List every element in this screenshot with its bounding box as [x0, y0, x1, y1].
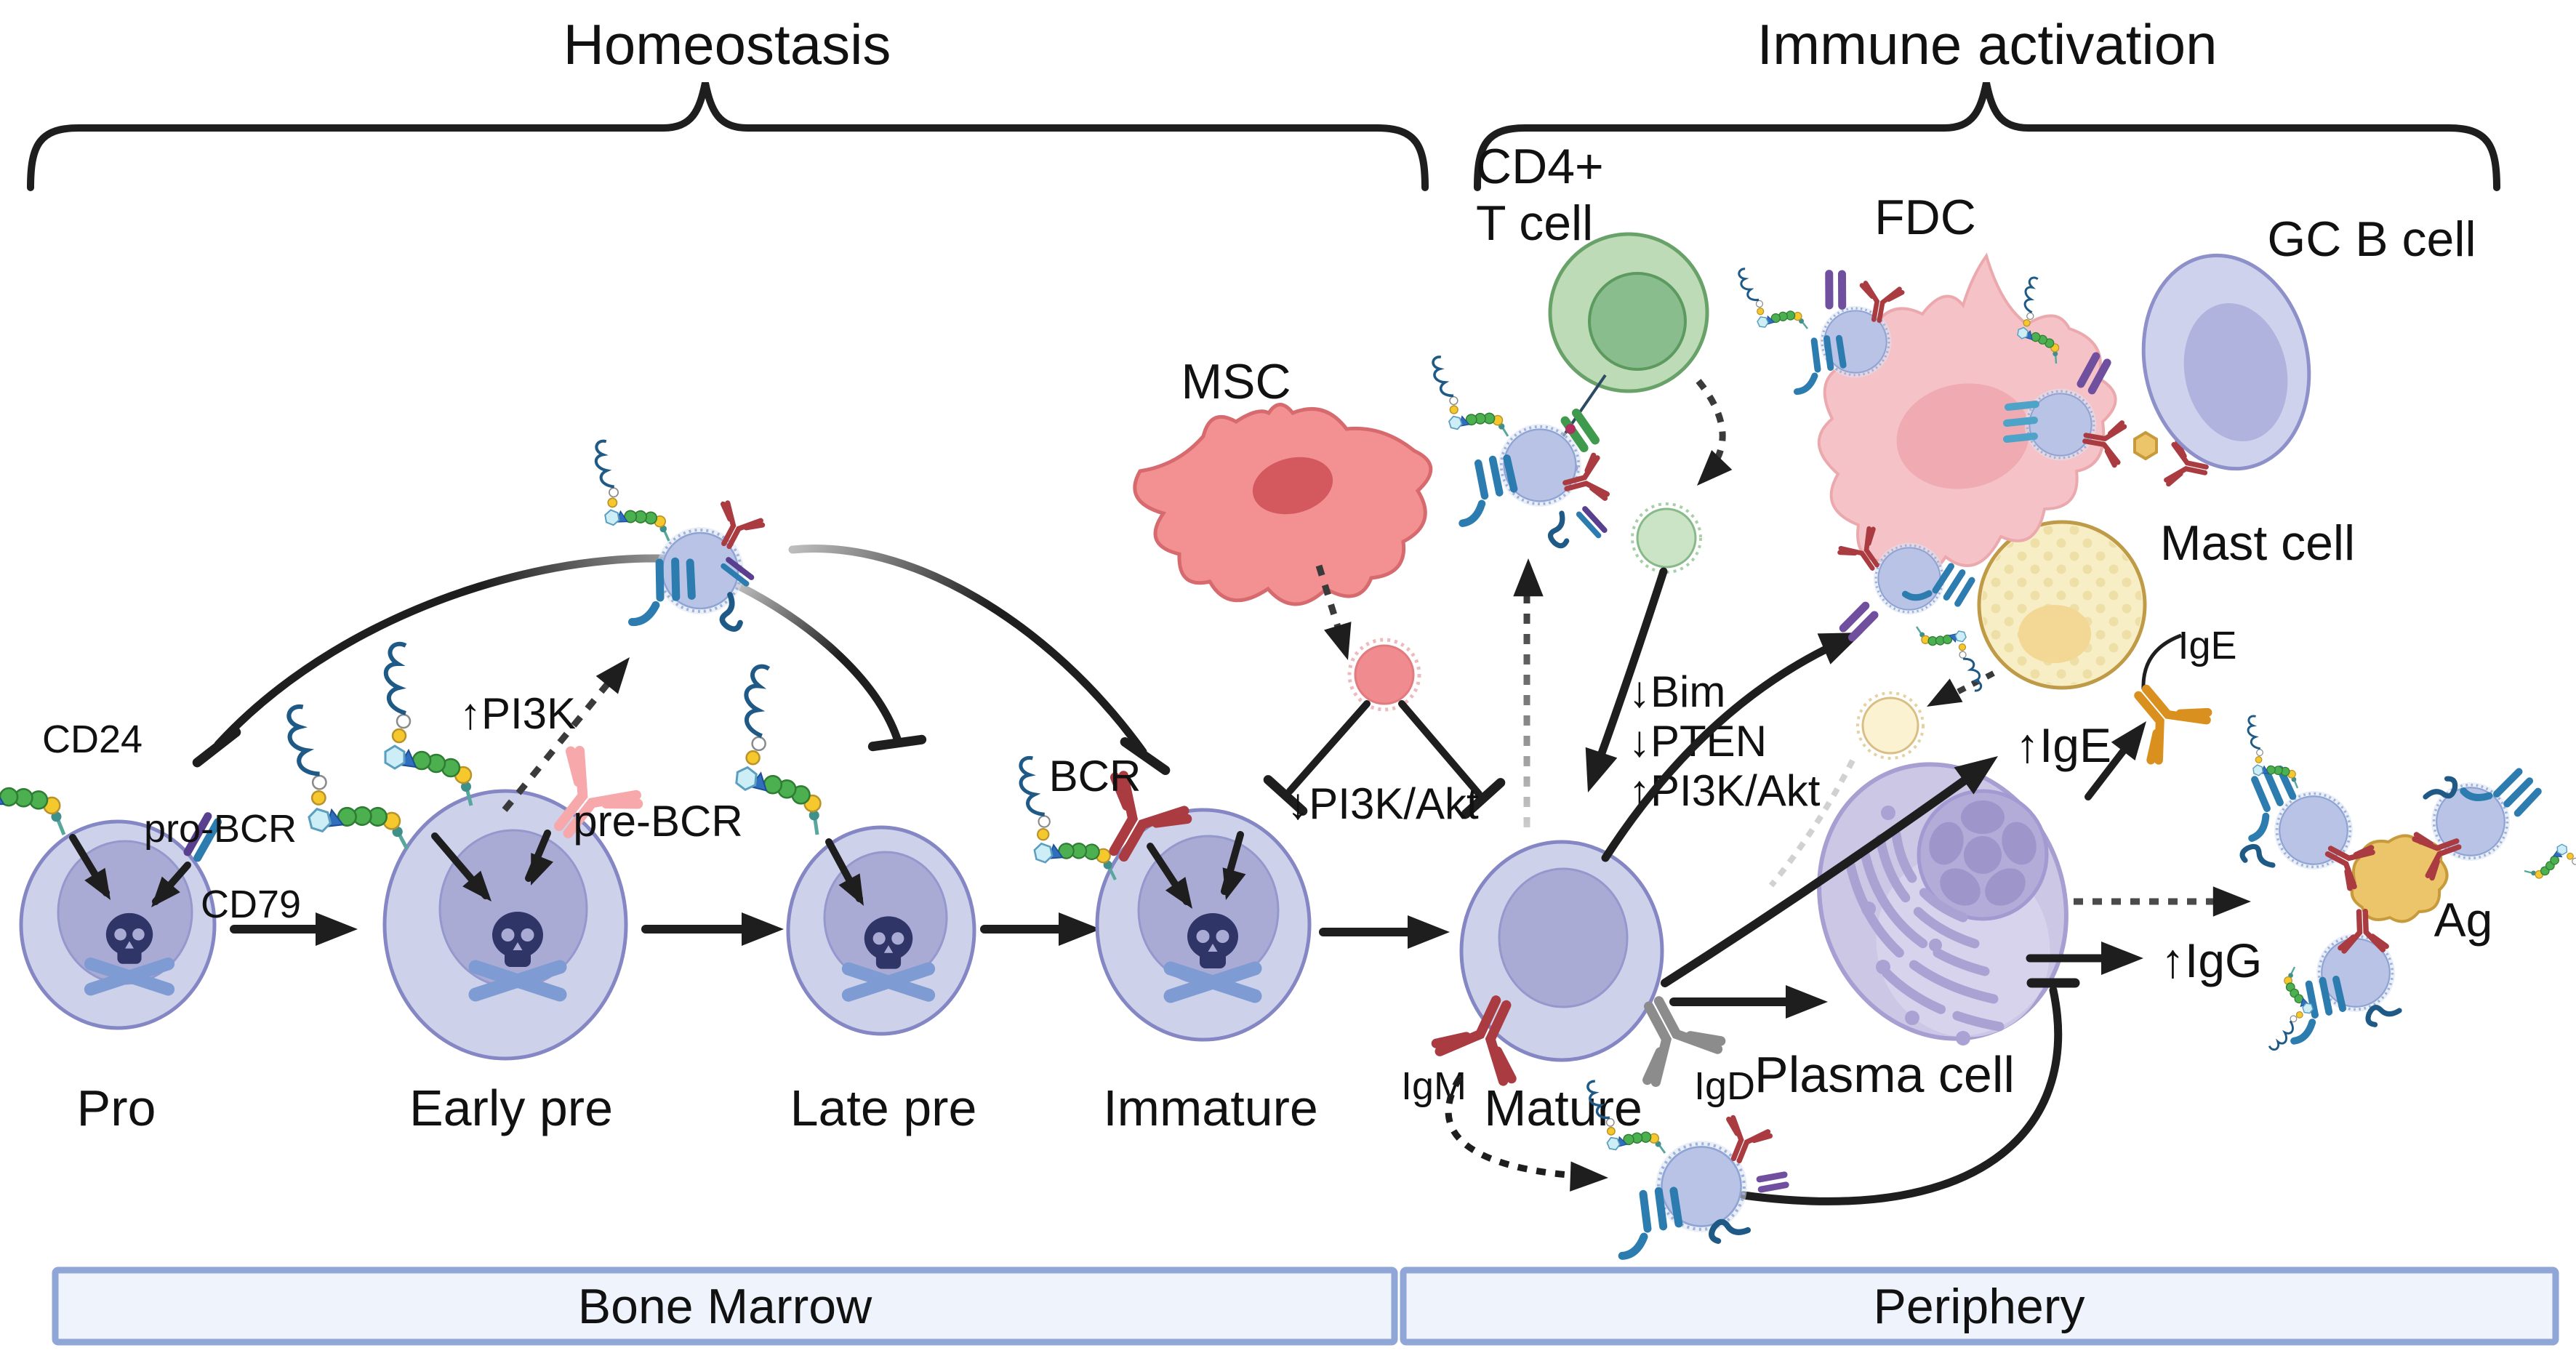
- fdc-b-cell-2: [2003, 275, 2210, 491]
- plasma-cell: [1817, 762, 2069, 1045]
- immune-activation-brace: [1474, 81, 2500, 191]
- membrane-protein-icon: [1544, 513, 1578, 548]
- bim-down-label: ↓Bim: [1629, 667, 1725, 716]
- gc-b-cell: [2141, 253, 2311, 471]
- pro-cell: [0, 675, 219, 1030]
- inhibition-arc-immature: [788, 545, 1147, 756]
- homeostasis-brace: [27, 81, 1429, 191]
- tbar-latepre-icon: [867, 734, 927, 752]
- ige-to-mast-arrow: [2085, 712, 2159, 800]
- pi3k-up-label: ↑PI3K: [460, 689, 576, 738]
- membrane-protein-icon: [2240, 841, 2273, 876]
- plasma-er-golgi: [1834, 830, 2005, 1032]
- ige-class-switch-arrow: [1661, 742, 2008, 987]
- cd24-glycan-icon: [385, 644, 471, 806]
- ag-label: Ag: [2434, 893, 2493, 947]
- mature-cell: [1459, 840, 1664, 1062]
- pro-bcr-label: pro-BCR: [144, 807, 297, 851]
- immature-label: Immature: [1103, 1080, 1318, 1136]
- membrane-protein-icon: [1575, 507, 1609, 537]
- green-to-mature-arrow: [1572, 567, 1668, 798]
- mature-to-fdc-arrow: [1601, 617, 1869, 862]
- mast-to-plasmablast-dashed-arrow: [1920, 670, 1995, 719]
- msc-cell: [1133, 403, 1433, 606]
- development-arrows: [230, 925, 1803, 1006]
- membrane-protein-icon: [1602, 1182, 1690, 1257]
- cd24-glycan-icon: [732, 665, 835, 835]
- pi3k-akt-up-label: ↑PI3K/Akt: [1629, 766, 1821, 815]
- periphery-bar: Periphery: [1400, 1266, 2559, 1346]
- pi3k-akt-down-label: ↓PI3K/Akt: [1287, 779, 1479, 828]
- cd4-t-cell: [1548, 232, 1709, 393]
- circulating-b-cell-top: [593, 433, 764, 631]
- tcell-to-treg-dashed-arrow: [1686, 379, 1733, 496]
- pink-signal-cell: [1347, 638, 1421, 712]
- cd24-glycan-icon: [1427, 342, 1509, 454]
- mature-to-anergic-dashed-arrow: [1445, 1075, 1609, 1193]
- plasma-cell-label: Plasma cell: [1754, 1046, 2015, 1103]
- plasma-to-ag-dashed-arrow: [2074, 886, 2251, 917]
- mast-cell-label: Mast cell: [2160, 515, 2355, 571]
- cd24-glycan-icon: [1734, 254, 1809, 348]
- pre-bcr-label: pre-BCR: [573, 797, 742, 846]
- igg-arrow: [2026, 942, 2143, 975]
- ige-label: IgE: [2178, 624, 2236, 667]
- pro-label: Pro: [77, 1080, 156, 1136]
- tbar-pro-icon: [192, 727, 241, 768]
- early-pre-cell: [282, 644, 628, 1061]
- cd4-label-line1: CD4+: [1476, 139, 1604, 194]
- cd4-label-line2: T cell: [1476, 196, 1593, 251]
- tbar-icon: [1461, 778, 1506, 819]
- mature-label: Mature: [1484, 1080, 1642, 1136]
- early-pre-label: Early pre: [409, 1080, 613, 1136]
- tbar-immature-icon: [1120, 736, 1171, 776]
- ige-up-label: ↑IgE: [2015, 718, 2111, 772]
- cd24-glycan-icon: [2523, 833, 2576, 909]
- bcell-inhibits-igg: [1739, 978, 2080, 1205]
- tcr-mhc-synapse: [1540, 374, 1607, 477]
- small-green-cell: [1631, 502, 1702, 574]
- membrane-protein-icon: [2003, 401, 2039, 443]
- plasmablast-fade-dashes: [1768, 759, 1855, 888]
- bcr-label: BCR: [1049, 752, 1141, 800]
- immature-cell: [1016, 745, 1312, 1042]
- inhibition-arc-latepre: [734, 582, 902, 743]
- antigen-complex: [2224, 710, 2576, 1054]
- cd24-label: CD24: [42, 718, 143, 761]
- mature-to-tb-dashed-arrow: [1513, 558, 1544, 827]
- late-pre-cell: [732, 665, 976, 1036]
- periphery-label: Periphery: [1873, 1279, 2085, 1334]
- mast-cell: [1977, 520, 2147, 690]
- antigen-hexagon-icon: [2133, 430, 2158, 461]
- ige-tether-line: [2141, 633, 2182, 690]
- yellow-plasmablast-cell: [1856, 691, 1925, 760]
- antigen-blob: [2350, 834, 2449, 923]
- tbar-icon: [1263, 775, 1308, 816]
- immune-activation-title: Immune activation: [1757, 12, 2218, 76]
- bone-marrow-label: Bone Marrow: [578, 1279, 872, 1334]
- late-pre-label: Late pre: [790, 1080, 977, 1136]
- bone-marrow-bar: Bone Marrow: [52, 1266, 1398, 1346]
- igg-up-label: ↑IgG: [2161, 934, 2262, 987]
- cd24-glycan-icon: [593, 433, 669, 551]
- gc-b-cell-label: GC B cell: [2267, 212, 2476, 267]
- msc-label: MSC: [1181, 354, 1291, 409]
- pi3k-akt-inhibition: [1263, 700, 1506, 819]
- cd24-glycan-icon: [282, 689, 407, 870]
- igd-label: IgD: [1694, 1064, 1755, 1108]
- fdc-label: FDC: [1874, 190, 1976, 245]
- igm-label: IgM: [1401, 1064, 1466, 1108]
- msc-dashed-arrow: [1315, 564, 1362, 665]
- plasma-nucleus-wheel: [1929, 800, 2037, 906]
- cd79-label: CD79: [201, 883, 301, 926]
- pi3k-dashed-arrow: [502, 648, 641, 812]
- homeostasis-title: Homeostasis: [563, 12, 891, 76]
